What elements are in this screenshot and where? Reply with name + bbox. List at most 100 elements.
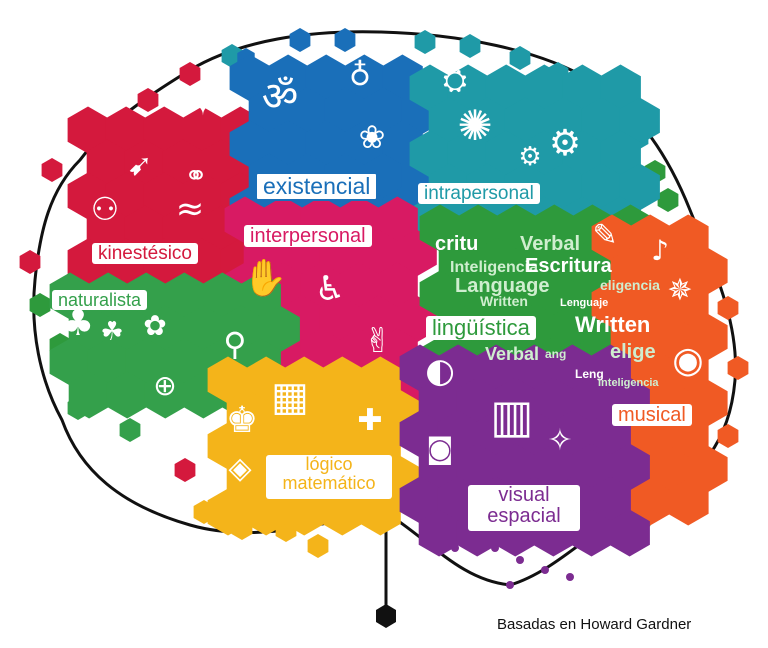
logico-region	[207, 422, 249, 470]
visual-region	[590, 476, 631, 524]
naturalista-region	[259, 305, 300, 353]
intrapersonal-region	[428, 97, 470, 145]
visual-region	[571, 377, 612, 425]
word-cloud-word: critu	[435, 233, 478, 255]
word-cloud-word: Language	[455, 275, 549, 297]
logico-region	[360, 488, 401, 536]
musical-region	[591, 280, 633, 328]
intrapersonal-region	[600, 130, 641, 178]
intrapersonal-region	[562, 64, 603, 112]
naturalista-region	[49, 338, 91, 386]
gears-icon: ⚙	[518, 142, 541, 172]
outline-hexagon	[414, 30, 436, 54]
outline-hexagon	[179, 62, 201, 86]
word-cloud-word: elige	[610, 341, 656, 363]
visual-region	[533, 443, 574, 491]
lotus-icon: ❀	[359, 118, 386, 156]
outline-hexagon	[19, 250, 41, 274]
visual-region	[399, 476, 441, 524]
outline-hexagon	[509, 46, 531, 70]
magnifier-icon: ⚲	[223, 325, 246, 363]
visual-region	[399, 344, 441, 392]
word-cloud-word: ang	[545, 347, 566, 361]
outline-hexagon	[727, 356, 749, 380]
musical-region	[591, 214, 633, 262]
outline-hexagon	[41, 158, 63, 182]
musical-region	[648, 313, 690, 361]
logico-region	[322, 356, 363, 404]
label-existencial: existencial	[255, 172, 379, 201]
naturalista-region	[68, 371, 110, 419]
credit-text: Basadas en Howard Gardner	[497, 616, 692, 633]
naturalista-region	[164, 338, 205, 386]
musical-region	[629, 346, 671, 394]
kinestesico-region	[182, 172, 223, 220]
runner-icon: ➹	[127, 148, 152, 183]
astronomer-icon: ✧	[547, 423, 572, 458]
word-cloud-word: Lenguaje	[560, 297, 608, 309]
kinestesico-region	[162, 205, 204, 253]
label-interpersonal: interpersonal	[244, 225, 372, 247]
linguistica-region	[514, 237, 556, 285]
cyclist-icon: ⚭	[184, 159, 207, 192]
visual-region	[475, 344, 517, 392]
word-cloud-word: Verbal	[485, 344, 539, 364]
outline-hexagon	[174, 458, 196, 482]
logico-region	[360, 356, 401, 404]
label-visual-line2: espacial	[487, 505, 561, 527]
logico-region	[302, 389, 344, 437]
label-intrapersonal: intrapersonal	[418, 183, 540, 204]
existencial-region	[344, 120, 385, 168]
feather-book-icon: ✎	[592, 218, 617, 253]
linguistica-region	[457, 270, 499, 318]
visual-region	[494, 443, 536, 491]
intrapersonal-region	[581, 163, 622, 211]
visual-region	[456, 443, 498, 491]
naturalista-region	[68, 305, 110, 353]
musical-region	[686, 313, 728, 361]
outline-hexagon	[119, 418, 141, 442]
intrapersonal-region	[581, 97, 622, 145]
drummer-icon: ◉	[672, 340, 703, 381]
musical-region	[686, 379, 728, 427]
swimmer-icon: ≈	[176, 189, 205, 229]
naturalista-region	[144, 371, 186, 419]
naturalista-region	[87, 338, 129, 386]
naturalista-region	[164, 272, 205, 320]
helping-person-icon: ♿	[315, 269, 345, 309]
outline-hexagon	[459, 34, 481, 58]
logico-region	[341, 389, 382, 437]
word-cloud-word: Leng	[575, 367, 604, 381]
intrapersonal-region	[562, 130, 603, 178]
visual-region	[533, 377, 574, 425]
linguistica-region	[534, 270, 575, 318]
visual-region	[418, 509, 460, 557]
kinestesico-region	[67, 172, 109, 220]
logico-region	[245, 488, 287, 536]
logico-region	[264, 389, 306, 437]
naturalista-region	[144, 305, 186, 353]
intrapersonal-region	[543, 97, 584, 145]
linguistica-region	[457, 204, 499, 252]
visual-region	[494, 377, 536, 425]
musical-region	[667, 280, 709, 328]
visual-region	[552, 344, 593, 392]
visual-region	[437, 344, 479, 392]
group-celebration-icon: ✌	[364, 321, 393, 361]
logico-region	[322, 488, 363, 536]
existencial-region	[248, 87, 290, 135]
kinestesico-region	[86, 205, 128, 253]
meditation-icon: ⛭	[443, 63, 467, 98]
interpersonal-region	[358, 295, 399, 343]
buildings-icon: ▥	[490, 389, 533, 443]
visual-region	[571, 509, 612, 557]
word-cloud-word: Verbal	[520, 233, 580, 255]
kinestesico-region	[105, 172, 147, 220]
visual-region	[399, 410, 441, 458]
palette-icon: ◐	[425, 351, 455, 391]
linguistica-region	[495, 204, 537, 252]
existencial-region	[229, 120, 271, 168]
musical-region	[667, 346, 709, 394]
word-cloud-word: Written	[480, 293, 528, 309]
